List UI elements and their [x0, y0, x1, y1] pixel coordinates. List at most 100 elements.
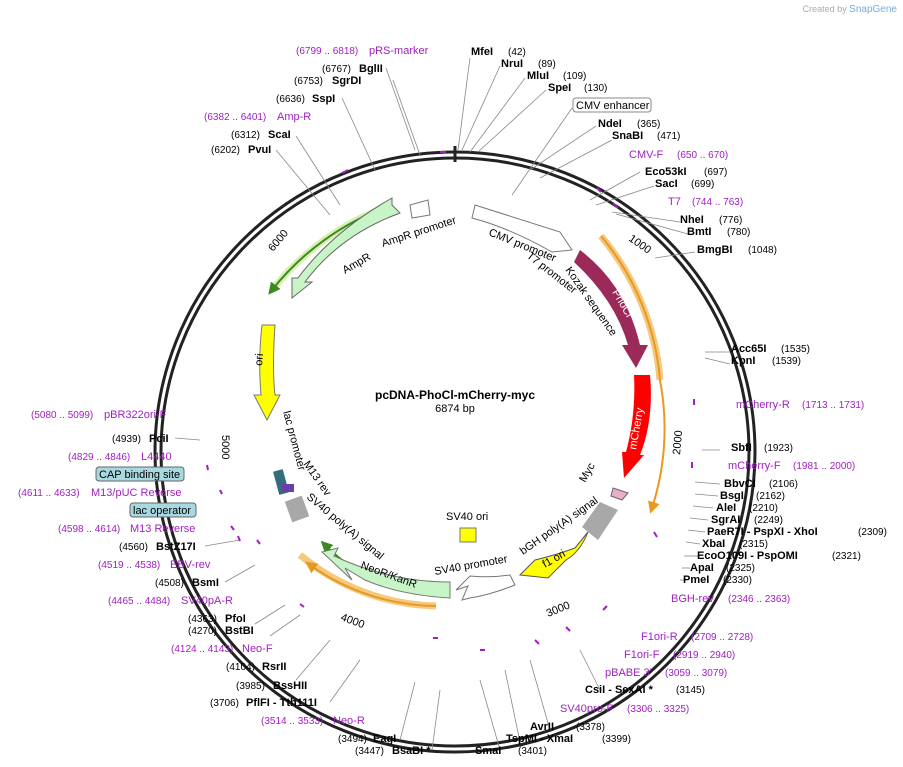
- svg-text:(4829 .. 4846): (4829 .. 4846): [68, 452, 130, 463]
- mcherry-arrow: [622, 375, 651, 478]
- svg-text:(6799 .. 6818): (6799 .. 6818): [296, 46, 358, 57]
- backbone-inner: [159, 156, 751, 748]
- svg-text:AvrII: AvrII: [530, 721, 554, 733]
- feature-sv40-promoter: SV40 promoter: [433, 553, 508, 578]
- svg-text:(365): (365): [637, 119, 660, 130]
- snapgene-credit: Created by SnapGene: [802, 4, 897, 15]
- site-sgrdi: SgrDI(6753): [294, 75, 361, 87]
- svg-text:(4104): (4104): [226, 662, 255, 673]
- svg-text:(4124 .. 4143): (4124 .. 4143): [171, 644, 233, 655]
- svg-text:EagI: EagI: [373, 733, 396, 745]
- svg-text:SspI: SspI: [312, 93, 335, 105]
- svg-text:(4939): (4939): [112, 434, 141, 445]
- svg-text:(3494): (3494): [338, 734, 367, 745]
- svg-text:PciI: PciI: [149, 433, 169, 445]
- svg-text:MluI: MluI: [527, 70, 549, 82]
- plasmid-name: pcDNA-PhoCl-mCherry-myc: [375, 388, 535, 402]
- svg-text:PflFI - Tth111I: PflFI - Tth111I: [246, 697, 317, 709]
- site-bsgi: BsgI(2162): [720, 490, 785, 502]
- primer-m13-reverse: (4598 .. 4614)M13 Reverse: [58, 523, 195, 535]
- svg-text:CAP binding site: CAP binding site: [99, 469, 180, 481]
- feature-ampr: AmpR: [341, 251, 374, 277]
- svg-text:BssHII: BssHII: [273, 680, 307, 692]
- svg-text:SacI: SacI: [655, 178, 678, 190]
- site-avrii: AvrII(3378): [530, 721, 605, 733]
- svg-text:(2315): (2315): [739, 539, 768, 550]
- svg-text:(4363): (4363): [188, 614, 217, 625]
- myc-shape: [610, 487, 629, 501]
- primer-prs-marker: (6799 .. 6818)pRS-marker: [296, 45, 429, 57]
- svg-text:Neo-R: Neo-R: [333, 715, 365, 727]
- primer-m13-puc-reverse: (4611 .. 4633)M13/pUC Reverse: [18, 487, 181, 499]
- svg-text:SV40pro-F: SV40pro-F: [560, 703, 613, 715]
- site-bsmi: BsmI(4508): [155, 577, 219, 589]
- svg-text:BbvCI: BbvCI: [724, 478, 756, 490]
- svg-text:Acc65I: Acc65I: [731, 343, 766, 355]
- svg-text:(2106): (2106): [769, 479, 798, 490]
- tick-6000: 6000: [266, 227, 291, 253]
- sv40-ori-box: [459, 527, 477, 543]
- site-mlui: MluI(109): [527, 70, 586, 82]
- svg-text:(2709 .. 2728): (2709 .. 2728): [691, 632, 753, 643]
- svg-text:(1048): (1048): [748, 245, 777, 256]
- sv40-polya-shape: [284, 495, 310, 523]
- site-bsabi: BsaBI *(3447): [355, 745, 431, 757]
- svg-text:(6767): (6767): [322, 64, 351, 75]
- svg-text:(4465 .. 4484): (4465 .. 4484): [108, 596, 170, 607]
- svg-text:MfeI: MfeI: [471, 46, 493, 58]
- site-eco0109i: EcoO109I - PspOMI(2321): [697, 550, 861, 562]
- svg-text:(4508): (4508): [155, 578, 184, 589]
- svg-text:(4519 .. 4538): (4519 .. 4538): [98, 560, 160, 571]
- site-bstz17i: BstZ17I(4560): [119, 541, 196, 553]
- ampr-promoter-arrow: [409, 199, 431, 219]
- svg-text:(4270): (4270): [188, 626, 217, 637]
- svg-text:(471): (471): [657, 131, 680, 142]
- site-sspi: SspI(6636): [276, 93, 335, 105]
- svg-text:T7: T7: [668, 196, 681, 208]
- svg-text:(42): (42): [508, 47, 526, 58]
- primer-sv40pro-f: SV40pro-F(3306 .. 3325): [560, 703, 689, 715]
- svg-text:SpeI: SpeI: [548, 82, 571, 94]
- svg-text:lac operator: lac operator: [133, 505, 191, 517]
- svg-text:SV40pA-R: SV40pA-R: [181, 595, 233, 607]
- svg-text:EcoO109I - PspOMI: EcoO109I - PspOMI: [697, 550, 798, 562]
- svg-text:(89): (89): [538, 59, 556, 70]
- site-eagi: EagI (3494): [338, 733, 396, 745]
- sv40-promoter-arrow: [455, 574, 516, 601]
- svg-text:M13/pUC Reverse: M13/pUC Reverse: [91, 487, 181, 499]
- svg-text:(2210): (2210): [749, 503, 778, 514]
- svg-text:BmgBI: BmgBI: [697, 244, 732, 256]
- svg-text:AleI: AleI: [716, 502, 736, 514]
- svg-text:(6382 .. 6401): (6382 .. 6401): [204, 112, 266, 123]
- primer-f1ori-r: F1ori-R(2709 .. 2728): [641, 631, 753, 643]
- svg-text:SmaI: SmaI: [475, 745, 501, 757]
- f1-ori-arrow: [518, 531, 589, 579]
- site-nhei: NheI(776): [680, 214, 742, 226]
- site-xbai: XbaI(2315): [702, 538, 768, 550]
- svg-text:(3447): (3447): [355, 746, 384, 757]
- svg-text:(4560): (4560): [119, 542, 148, 553]
- primer-l4440: (4829 .. 4846)L4440: [68, 451, 172, 463]
- tick-2000: 2000: [671, 430, 685, 455]
- svg-text:(2919 .. 2940): (2919 .. 2940): [673, 650, 735, 661]
- svg-text:M13 Reverse: M13 Reverse: [130, 523, 195, 535]
- ampr-arrow: [291, 197, 401, 300]
- feature-cap-binding-site: CAP binding site: [95, 466, 185, 482]
- svg-text:(6753): (6753): [294, 76, 323, 87]
- cmv-promoter-arrow: [471, 204, 573, 253]
- tick-3000: 3000: [545, 599, 572, 619]
- svg-text:(3706): (3706): [210, 698, 239, 709]
- site-sgrai: SgrAI(2249): [711, 514, 783, 526]
- svg-text:(5080 .. 5099): (5080 .. 5099): [31, 410, 93, 421]
- svg-text:(780): (780): [727, 227, 750, 238]
- site-spei: SpeI(130): [548, 82, 607, 94]
- site-bstbi: BstBI(4270): [188, 625, 254, 637]
- svg-text:(3059 .. 3079): (3059 .. 3079): [665, 668, 727, 679]
- site-snabi: SnaBI(471): [612, 130, 680, 142]
- site-bglii: BglII(6767): [322, 63, 383, 75]
- neor-kanr-arrow: [320, 547, 451, 599]
- site-scai: ScaI(6312): [231, 129, 291, 141]
- site-alei: AleI (2210): [716, 502, 778, 514]
- svg-text:(1981 .. 2000): (1981 .. 2000): [793, 461, 855, 472]
- svg-text:Neo-F: Neo-F: [242, 643, 273, 655]
